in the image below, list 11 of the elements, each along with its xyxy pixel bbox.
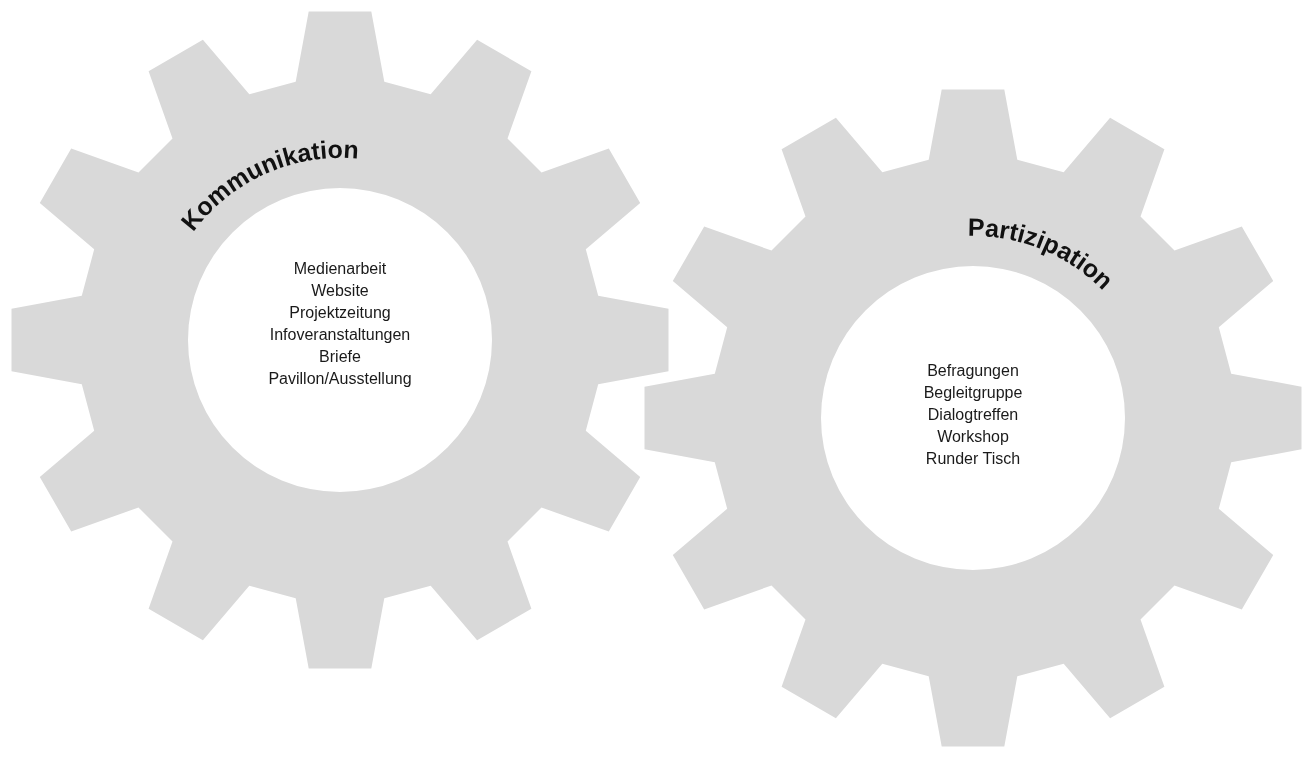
list-item: Begleitgruppe xyxy=(923,383,1023,403)
list-item: Infoveranstaltungen xyxy=(269,325,411,345)
list-item: Medienarbeit xyxy=(293,259,387,279)
list-item: Runder Tisch xyxy=(925,449,1021,469)
list-item: Projektzeitung xyxy=(289,303,391,323)
list-item: Dialogtreffen xyxy=(927,405,1019,425)
list-item: Workshop xyxy=(937,427,1009,447)
list-item: Pavillon/Ausstellung xyxy=(268,369,412,389)
list-item: Briefe xyxy=(319,347,361,367)
list-item: Website xyxy=(311,281,369,301)
list-item: Befragungen xyxy=(927,361,1019,381)
